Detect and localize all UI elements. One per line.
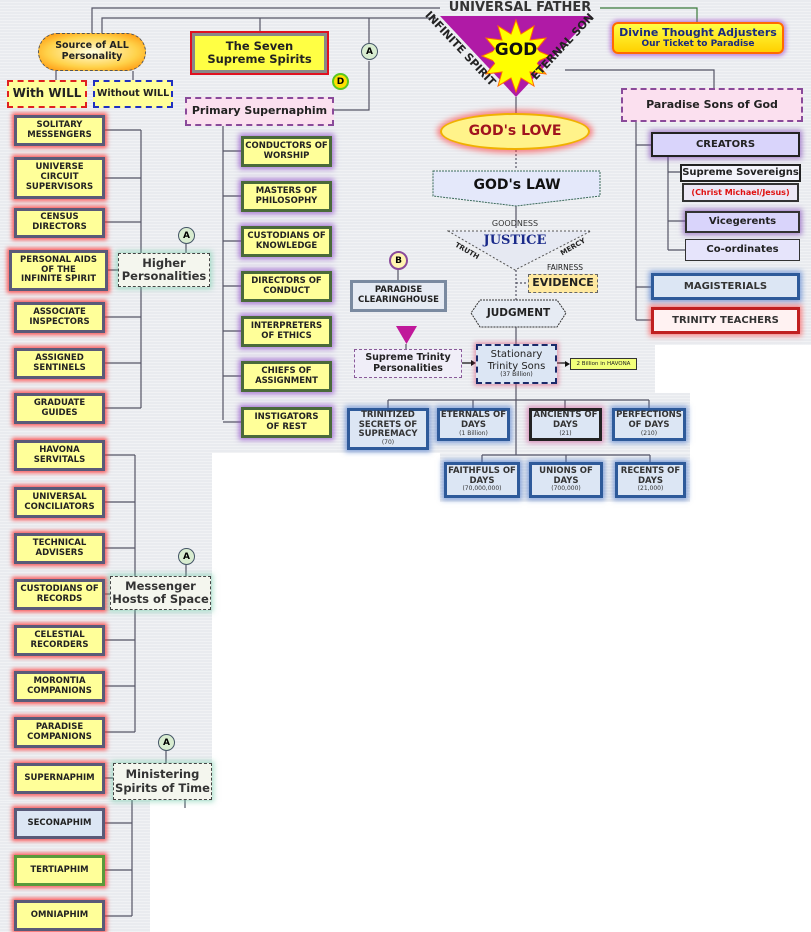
supernaphim-item[interactable]: DIRECTORS OF CONDUCT	[241, 271, 332, 302]
ministering-item[interactable]: OMNIAPHIM	[14, 900, 105, 931]
justice-triangle	[447, 230, 592, 271]
messenger-item[interactable]: HAVONA SERVITALS	[14, 440, 105, 471]
thought-adjusters-subtitle: Our Ticket to Paradise	[641, 39, 755, 50]
fairness-label: FAIRNESS	[546, 262, 584, 272]
supernaphim-item[interactable]: CHIEFS OF ASSIGNMENT	[241, 361, 332, 392]
ministering-spirits-group[interactable]: Ministering Spirits of Time	[113, 763, 212, 800]
messenger-item[interactable]: TECHNICAL ADVISERS	[14, 533, 105, 564]
supernaphim-item[interactable]: CONDUCTORS OF WORSHIP	[241, 136, 332, 167]
trinity-teachers-box[interactable]: TRINITY TEACHERS	[651, 307, 800, 334]
trinity-son-box[interactable]: FAITHFULS OF DAYS(70,000,000)	[444, 462, 520, 498]
trinity-son-box[interactable]: PERFECTIONS OF DAYS(210)	[612, 408, 686, 441]
ministering-item[interactable]: TERTIAPHIM	[14, 855, 105, 886]
with-will-box[interactable]: With WILL	[7, 80, 87, 108]
supreme-sovereigns-box[interactable]: Supreme Sovereigns	[680, 164, 801, 182]
messenger-item[interactable]: PARADISE COMPANIONS	[14, 717, 105, 748]
primary-supernaphim[interactable]: Primary Supernaphim	[185, 97, 334, 126]
trinity-son-box[interactable]: UNIONS OF DAYS(700,000)	[529, 462, 603, 498]
trinity-son-count: (700,000)	[551, 485, 581, 493]
trinity-son-count: (21)	[559, 429, 572, 437]
source-of-all-personality[interactable]: Source of ALL Personality	[38, 33, 146, 71]
badge-a: A	[178, 548, 195, 565]
magisterials-box[interactable]: MAGISTERIALS	[651, 273, 800, 300]
supernaphim-item[interactable]: CUSTODIANS OF KNOWLEDGE	[241, 226, 332, 257]
trinity-son-count: (70)	[381, 439, 395, 447]
messenger-item[interactable]: CELESTIAL RECORDERS	[14, 625, 105, 656]
higher-item[interactable]: ASSOCIATE INSPECTORS	[14, 302, 105, 333]
supernaphim-item[interactable]: INTERPRETERS OF ETHICS	[241, 316, 332, 347]
higher-item[interactable]: ASSIGNED SENTINELS	[14, 348, 105, 379]
messenger-hosts-group[interactable]: Messenger Hosts of Space	[110, 576, 211, 610]
evidence-box[interactable]: EVIDENCE	[528, 274, 598, 293]
higher-item[interactable]: SOLITARY MESSENGERS	[14, 115, 105, 146]
coordinates-box[interactable]: Co-ordinates	[685, 239, 800, 261]
stationary-trinity-sons[interactable]: Stationary Trinity Sons (37 Billion)	[476, 344, 557, 384]
trinity-son-box[interactable]: ETERNALS OF DAYS(1 Billion)	[437, 408, 510, 441]
trinity-son-name: TRINITIZED SECRETS OF SUPREMACY	[358, 409, 418, 440]
trinity-son-box[interactable]: RECENTS OF DAYS(21,000)	[615, 462, 686, 498]
trinity-son-count: (210)	[640, 429, 658, 437]
trinity-son-name: ETERNALS OF DAYS	[440, 410, 507, 431]
thought-adjusters-title: Divine Thought Adjusters	[619, 25, 777, 39]
trinity-son-count: (21,000)	[637, 485, 664, 493]
messenger-item[interactable]: UNIVERSAL CONCILIATORS	[14, 487, 105, 518]
higher-item[interactable]: GRADUATE GUIDES	[14, 393, 105, 424]
badge-a: A	[178, 227, 195, 244]
vicegerents-box[interactable]: Vicegerents	[685, 211, 800, 233]
paradise-sons-of-god[interactable]: Paradise Sons of God	[621, 88, 803, 122]
badge-a: A	[361, 43, 378, 60]
judgment[interactable]: JUDGMENT	[486, 307, 551, 320]
trinity-son-box[interactable]: TRINITIZED SECRETS OF SUPREMACY(70)	[347, 408, 429, 450]
supreme-trinity-personalities[interactable]: Supreme Trinity Personalities	[354, 349, 462, 378]
badge-a: A	[158, 734, 175, 751]
messenger-item[interactable]: CUSTODIANS OF RECORDS	[14, 579, 105, 610]
badge-d: D	[332, 73, 349, 90]
stationary-count: (37 Billion)	[500, 371, 533, 379]
paradise-clearinghouse[interactable]: PARADISE CLEARINGHOUSE	[350, 280, 447, 312]
messenger-item[interactable]: MORONTIA COMPANIONS	[14, 671, 105, 702]
ministering-item[interactable]: SECONAPHIM	[14, 808, 105, 839]
higher-personalities-group[interactable]: Higher Personalities	[118, 253, 210, 287]
gods-law[interactable]: GOD's LAW	[473, 176, 561, 193]
higher-item[interactable]: PERSONAL AIDS OF THE INFINITE SPIRIT	[9, 250, 108, 291]
trinity-son-name: UNIONS OF DAYS	[539, 465, 593, 486]
trinity-son-name: FAITHFULS OF DAYS	[448, 465, 516, 486]
justice-label: JUSTICE	[483, 232, 547, 248]
god-label: GOD	[494, 40, 538, 61]
creators-box[interactable]: CREATORS	[651, 132, 800, 157]
magenta-triangle-icon	[396, 326, 417, 344]
goodness-label: GOODNESS	[491, 219, 539, 229]
seven-supreme-spirits[interactable]: The Seven Supreme Spirits	[190, 31, 329, 75]
gods-love[interactable]: GOD's LOVE	[440, 113, 590, 150]
higher-item[interactable]: CENSUS DIRECTORS	[14, 208, 105, 238]
higher-item[interactable]: UNIVERSE CIRCUIT SUPERVISORS	[14, 157, 105, 199]
supernaphim-item[interactable]: MASTERS OF PHILOSOPHY	[241, 181, 332, 212]
thought-adjusters-box[interactable]: Divine Thought Adjusters Our Ticket to P…	[612, 22, 784, 54]
stationary-title: Stationary Trinity Sons	[487, 349, 546, 372]
trinity-son-name: PERFECTIONS OF DAYS	[616, 410, 682, 431]
trinity-son-name: RECENTS OF DAYS	[620, 465, 681, 486]
supernaphim-item[interactable]: INSTIGATORS OF REST	[241, 407, 332, 438]
havona-count-box: 2 Billion in HAVONA	[570, 358, 637, 370]
trinity-son-box[interactable]: ANCIENTS OF DAYS(21)	[529, 408, 602, 441]
badge-b: B	[389, 251, 408, 270]
universal-father-label: UNIVERSAL FATHER	[448, 0, 592, 16]
trinity-son-count: (1 Billion)	[459, 429, 488, 437]
trinity-son-count: (70,000,000)	[462, 485, 502, 493]
christ-michael-box[interactable]: (Christ Michael/Jesus)	[682, 183, 799, 202]
trinity-triangle-icon	[440, 16, 592, 97]
without-will-box[interactable]: Without WILL	[93, 80, 173, 108]
judgment-shape	[470, 299, 567, 328]
trinity-son-name: ANCIENTS OF DAYS	[533, 410, 598, 431]
gods-law-shape	[432, 170, 601, 207]
ministering-item[interactable]: SUPERNAPHIM	[14, 763, 105, 794]
